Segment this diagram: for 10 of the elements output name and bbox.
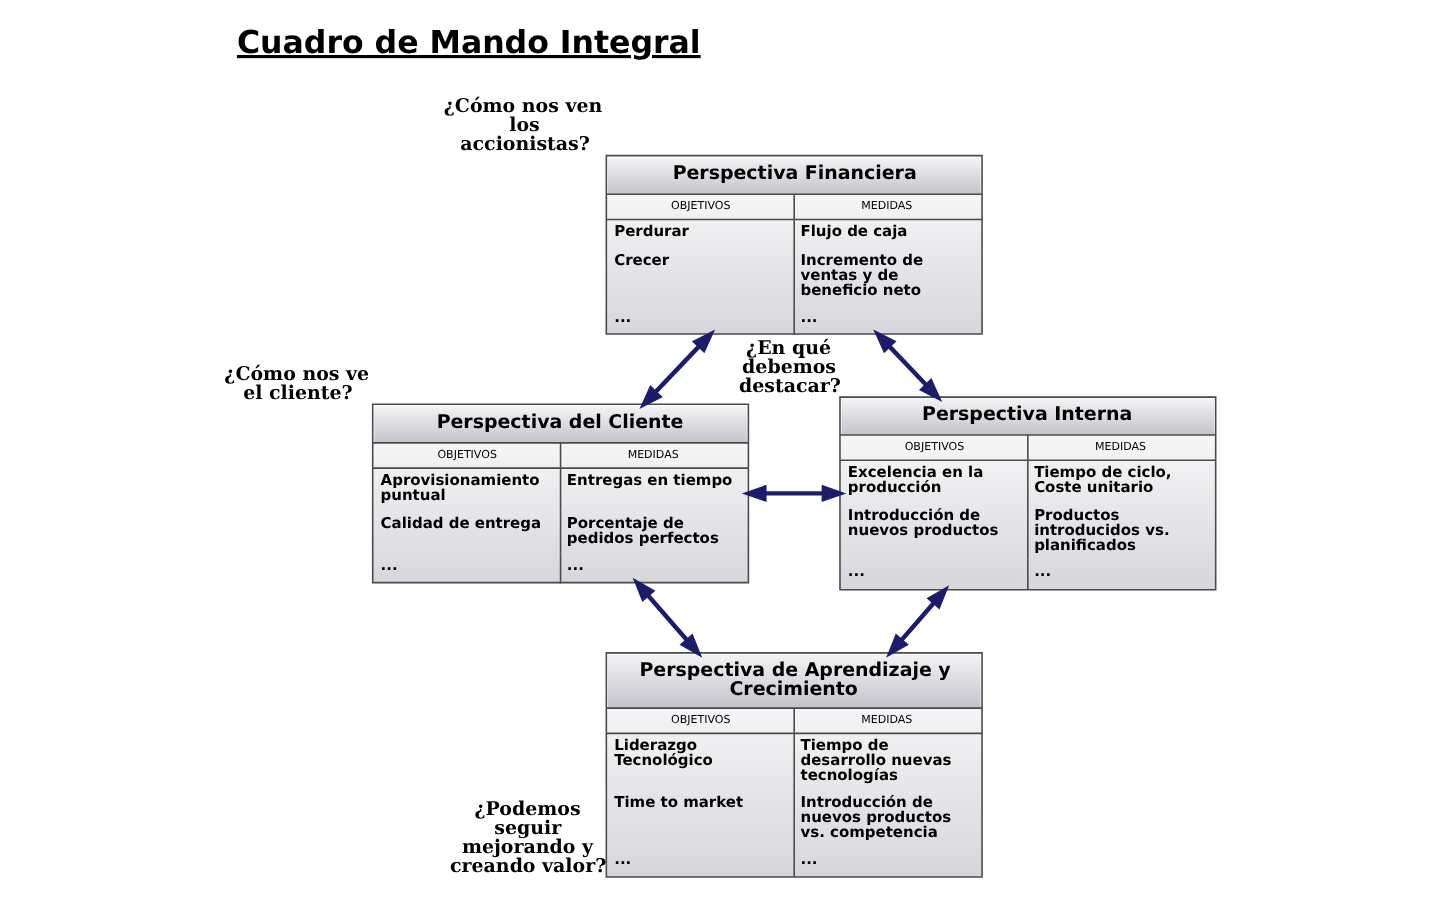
node-label: ¿En qué debemos destacar? — [737, 337, 840, 398]
diagram-title: Cuadro de Mando Integral — [235, 22, 700, 61]
node-label: ¿Cómo nos ve el cliente? — [223, 363, 369, 405]
node-label: ¿Cómo nos ven los accionistas? — [442, 96, 602, 157]
arrow — [872, 329, 942, 402]
node-label: ¿Podemos seguir mejorando y creando valor? — [449, 798, 606, 878]
arrow — [631, 577, 702, 658]
arrow — [885, 585, 949, 658]
arrow — [740, 484, 846, 503]
arrow — [638, 329, 715, 409]
